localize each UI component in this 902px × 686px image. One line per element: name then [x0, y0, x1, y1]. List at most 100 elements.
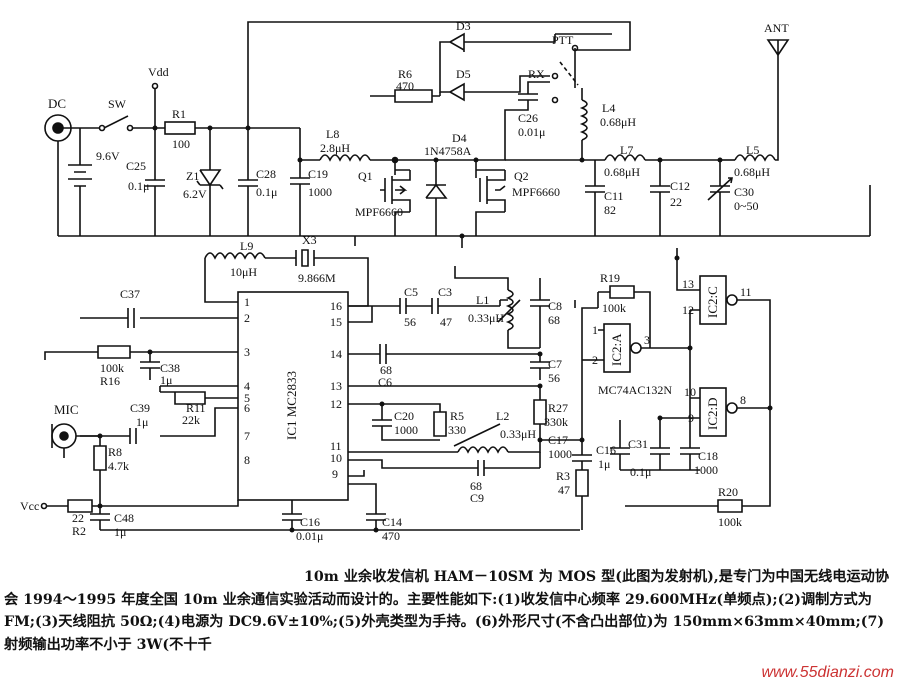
- label-ic2a: IC2:A: [609, 333, 624, 366]
- label-c14-value: 470: [382, 529, 400, 543]
- label-c30: C30: [734, 185, 754, 199]
- label-c39-value: 1μ: [136, 415, 148, 429]
- label-z1: Z1: [186, 169, 199, 183]
- label-c25-value: 0.1μ: [128, 179, 149, 193]
- label-l7-value: 0.68μH: [604, 165, 640, 179]
- pin-right-15: 15: [330, 315, 342, 329]
- label-c9: C9: [470, 491, 484, 505]
- label-c3: C3: [438, 285, 452, 299]
- label-l2: L2: [496, 409, 509, 423]
- label-l1-value: 0.33μH: [468, 311, 504, 325]
- label-r11-value: 22k: [182, 413, 200, 427]
- ic1-pin-numbers: 1 2 3 4 5 6 7 8 16 15 14 13 12 11 10 9: [244, 295, 342, 481]
- label-d4-value: 1N4758A: [424, 144, 472, 158]
- label-z1-value: 6.2V: [183, 187, 207, 201]
- label-c14: C14: [382, 515, 402, 529]
- label-c20-value: 1000: [394, 423, 418, 437]
- label-r3-value: 47: [558, 483, 570, 497]
- pin-left-3: 3: [244, 345, 250, 359]
- label-r1-value: 100: [172, 137, 190, 151]
- l2-inductor: [457, 446, 509, 454]
- label-c6-value: 68: [380, 363, 392, 377]
- label-r5: R5: [450, 409, 464, 423]
- pin-left-2: 2: [244, 311, 250, 325]
- label-l8: L8: [326, 127, 339, 141]
- label-c48: C48: [114, 511, 134, 525]
- label-r2-value: 22: [72, 511, 84, 525]
- label-rx: RX: [528, 67, 545, 81]
- label-c19: C19: [308, 167, 328, 181]
- label-c12: C12: [670, 179, 690, 193]
- pin-left-1: 1: [244, 295, 250, 309]
- pin-right-9: 9: [332, 467, 338, 481]
- label-r5-value: 330: [448, 423, 466, 437]
- label-d3: D3: [456, 19, 471, 33]
- label-dc: DC: [48, 96, 66, 111]
- label-q2: Q2: [514, 169, 529, 183]
- label-q1: Q1: [358, 169, 373, 183]
- label-c5-value: 56: [404, 315, 416, 329]
- pin-left-6: 6: [244, 401, 250, 415]
- label-r3: R3: [556, 469, 570, 483]
- label-c25: C25: [126, 159, 146, 173]
- label-c38-value: 1μ: [160, 373, 172, 387]
- label-c26: C26: [518, 111, 538, 125]
- label-l4-value: 0.68μH: [600, 115, 636, 129]
- label-c28-value: 0.1μ: [256, 185, 277, 199]
- gate-pin-2: 2: [592, 353, 598, 367]
- label-mc74: MC74AC132N: [598, 383, 672, 397]
- l7-inductor: [604, 154, 646, 162]
- ic2d-gate: [699, 387, 727, 437]
- label-c28: C28: [256, 167, 276, 181]
- label-r16: R16: [100, 374, 120, 388]
- l9-inductor: [204, 252, 266, 260]
- gate-pin-10: 10: [684, 385, 696, 399]
- label-l9: L9: [240, 239, 253, 253]
- label-c19-value: 1000: [308, 185, 332, 199]
- label-c18-value: 1000: [694, 463, 718, 477]
- label-r6: R6: [398, 67, 412, 81]
- battery-symbol: [68, 128, 92, 236]
- label-c31-value: 0.1μ: [630, 465, 651, 479]
- label-c8: C8: [548, 299, 562, 313]
- watermark: www.55dianzi.com: [761, 664, 895, 681]
- gate-pin-8: 8: [740, 393, 746, 407]
- label-r20: R20: [718, 485, 738, 499]
- label-x3: X3: [302, 233, 317, 247]
- label-r8-value: 4.7k: [108, 459, 129, 473]
- ic2c-gate: [699, 275, 727, 325]
- label-ic1: IC1 MC2833: [284, 371, 299, 440]
- ic2a-gate: [603, 323, 631, 373]
- circuit-schematic: DC SW Vdd 9.6V R1 100 C25 0.1μ Z1 6.2V C…: [20, 19, 871, 543]
- label-r19: R19: [600, 271, 620, 285]
- label-r20-value: 100k: [718, 515, 742, 529]
- label-c6: C6: [378, 375, 392, 389]
- label-r19-value: 100k: [602, 301, 626, 315]
- l8-inductor: [319, 154, 371, 162]
- l1-inductor: [505, 289, 514, 331]
- caption-text: 10m 业余收发信机 HAM－10SM 为 MOS 型(此图为发射机),是专门为…: [4, 569, 890, 653]
- pin-right-13: 13: [330, 379, 342, 393]
- ic2-pin-numbers: 1 2 3 13 12 11 10 9 8: [592, 277, 752, 425]
- label-r6-value: 470: [396, 79, 414, 93]
- label-c17: C17: [548, 433, 568, 447]
- label-d4: D4: [452, 131, 467, 145]
- label-c48-value: 1μ: [114, 525, 126, 539]
- q2-mosfet: [479, 170, 506, 212]
- gate-pin-12: 12: [682, 303, 694, 317]
- label-c16a: C16: [300, 515, 320, 529]
- label-r2: R2: [72, 524, 86, 538]
- gate-pin-11: 11: [740, 285, 752, 299]
- antenna-symbol: [766, 39, 790, 56]
- label-r8: R8: [108, 445, 122, 459]
- label-c16b: C16: [596, 443, 616, 457]
- label-d5: D5: [456, 67, 471, 81]
- label-r11: R11: [186, 401, 206, 415]
- pin-left-8: 8: [244, 453, 250, 467]
- label-ic2c: IC2:C: [705, 286, 720, 318]
- label-x3-value: 9.866M: [298, 271, 336, 285]
- pin-right-11: 11: [330, 439, 342, 453]
- label-c30-value: 0~50: [734, 199, 759, 213]
- label-r27: R27: [548, 401, 568, 415]
- ic1-mc2833: [237, 291, 349, 501]
